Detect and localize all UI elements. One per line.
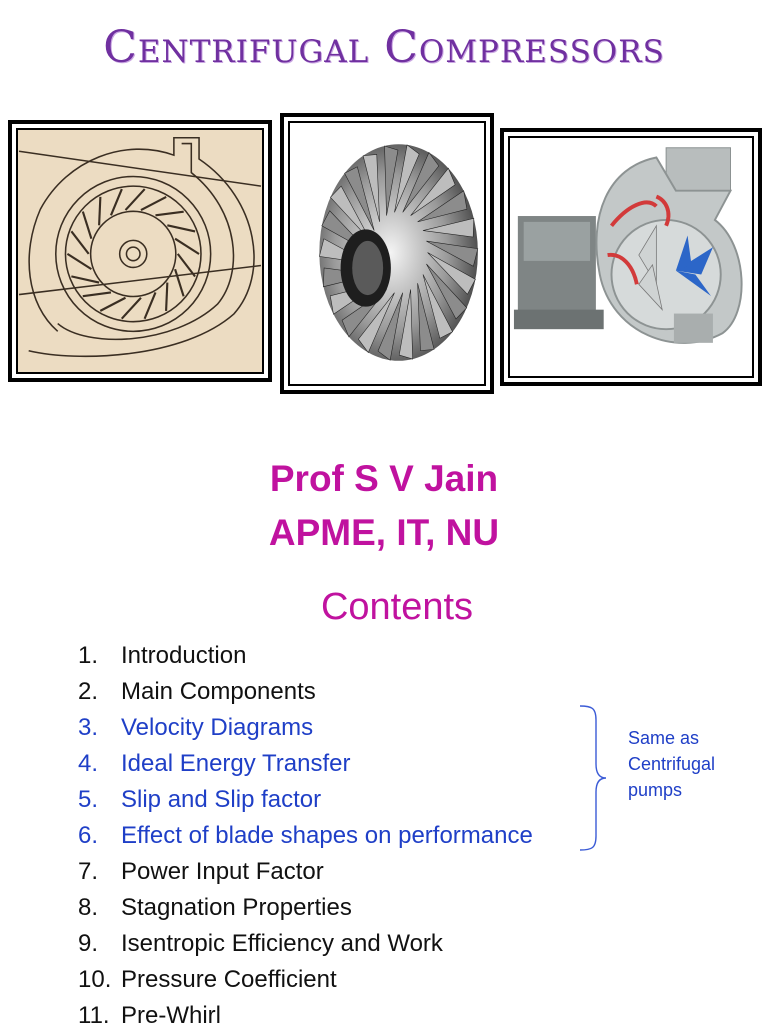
contents-item-text: Pre-Whirl [121, 1002, 221, 1029]
contents-item-text: Power Input Factor [121, 858, 324, 885]
contents-item-number: 7. [78, 858, 99, 885]
contents-item-number: 6. [78, 822, 99, 849]
impeller-sketch-drawing [18, 136, 262, 357]
compressor-cutaway-drawing [513, 147, 743, 344]
contents-item-number: 10. [78, 966, 112, 993]
contents-item-number: 9. [78, 930, 99, 957]
impeller-render-drawing [319, 144, 479, 361]
contents-item-number: 8. [78, 894, 99, 921]
contents-item-number: 11. [78, 1002, 110, 1029]
contents-item-number: 2. [78, 678, 99, 705]
contents-item-number: 3. [78, 714, 99, 741]
author-name: Prof S V Jain [269, 458, 499, 499]
contents-heading: Contents [320, 586, 474, 628]
impeller-sketch-image [8, 120, 272, 382]
compressor-cutaway-image [500, 128, 762, 386]
contents-item-text: Stagnation Properties [121, 894, 352, 921]
author-affiliation: APME, IT, NU [268, 512, 500, 553]
brace-icon [579, 705, 607, 851]
impeller-render-image [280, 113, 494, 394]
contents-item-text: Main Components [121, 678, 316, 705]
contents-item-text: Introduction [121, 642, 247, 669]
contents-item-number: 5. [78, 786, 99, 813]
contents-item-number: 4. [78, 750, 99, 777]
contents-item-text: Velocity Diagrams [121, 714, 314, 741]
contents-item-text: Effect of blade shapes on performance [121, 822, 533, 849]
contents-item-text: Pressure Coefficient [121, 966, 337, 993]
same-as-pumps-note: Same as Centrifugal pumps [628, 728, 716, 800]
contents-item-text: Ideal Energy Transfer [121, 750, 351, 777]
slide-title: Centrifugal Compressors [103, 22, 665, 73]
contents-item-text: Isentropic Efficiency and Work [121, 930, 443, 957]
contents-item-number: 1. [78, 642, 99, 669]
contents-item-text: Slip and Slip factor [121, 786, 322, 813]
